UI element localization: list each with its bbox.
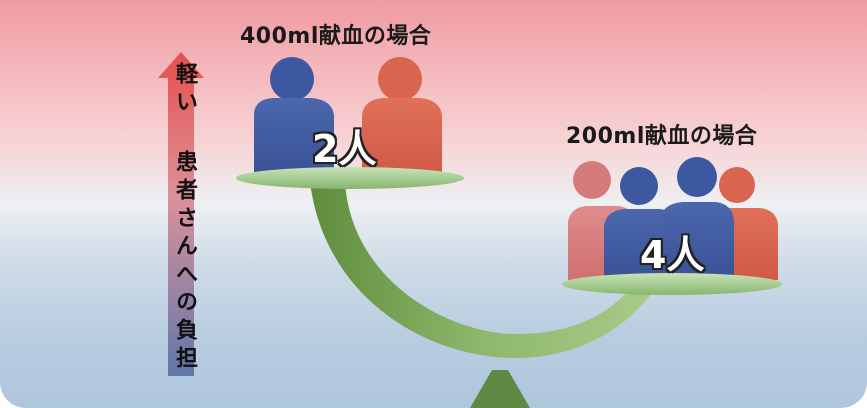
donor-count-200ml: 4人 [640, 233, 705, 277]
scale-plate-icon [562, 273, 782, 295]
person-icon [604, 167, 678, 280]
donor-group-400ml [236, 57, 464, 189]
axis-label-light: 軽い [172, 62, 197, 118]
up-arrow-icon [158, 52, 204, 376]
balance-stand [470, 370, 530, 408]
person-icon [362, 57, 442, 175]
heading-200ml: 200ml献血の場合 [566, 124, 758, 149]
balance-beam [310, 182, 660, 359]
donor-count-400ml: 2人 [312, 127, 377, 171]
axis-label-burden: 患者さんへの負担 [172, 150, 197, 374]
heading-400ml: 400ml献血の場合 [240, 24, 432, 49]
person-icon [254, 57, 334, 175]
scale-plate-icon [236, 167, 464, 189]
donor-group-200ml [562, 157, 782, 295]
person-icon [660, 157, 734, 280]
